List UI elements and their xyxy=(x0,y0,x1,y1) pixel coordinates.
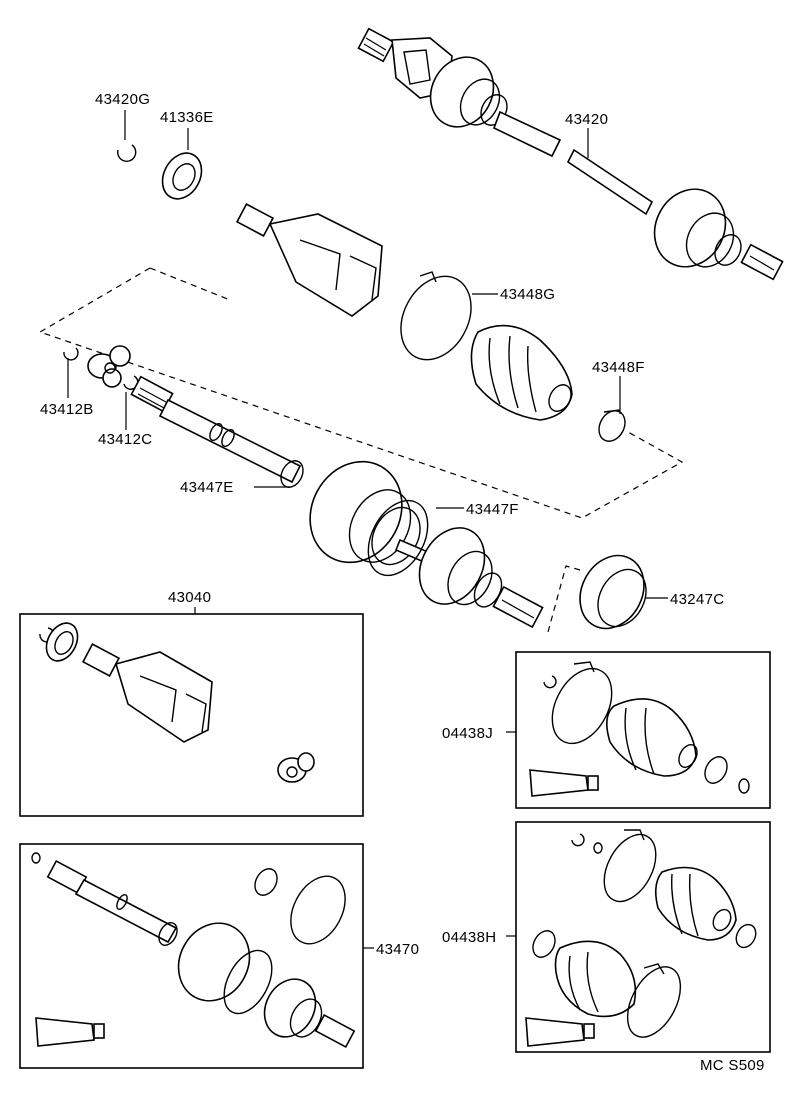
diagram-code: MC S509 xyxy=(700,1057,765,1074)
label-43448G: 43448G xyxy=(500,286,555,303)
inboard-joint-housing[interactable] xyxy=(235,203,383,317)
label-43420G: 43420G xyxy=(95,91,150,108)
kit-box-04438J xyxy=(515,651,771,809)
label-43040: 43040 xyxy=(168,589,211,606)
drive-shaft-assembly-43420[interactable] xyxy=(357,27,784,281)
drive-shaft-assembly-43470[interactable] xyxy=(31,852,356,1049)
label-43412B: 43412B xyxy=(40,401,94,418)
outboard-boot-43247C[interactable] xyxy=(568,544,657,639)
boot-kit-04438H[interactable] xyxy=(525,826,760,1047)
snap-ring-43420G[interactable] xyxy=(117,144,137,162)
kit-box-43040 xyxy=(19,613,364,817)
boot-clamp-43447F[interactable] xyxy=(356,490,439,585)
boot-clamp-43448G[interactable] xyxy=(387,264,485,372)
label-43448F: 43448F xyxy=(592,359,645,376)
label-43247C: 43247C xyxy=(670,591,724,608)
label-41336E: 41336E xyxy=(160,109,214,126)
kit-box-43470 xyxy=(19,843,364,1069)
snap-ring-43412B[interactable] xyxy=(63,347,79,361)
tripod-joint[interactable] xyxy=(87,345,131,388)
label-04438H: 04438H xyxy=(442,929,496,946)
label-43412C: 43412C xyxy=(98,431,152,448)
inboard-joint-boot[interactable] xyxy=(470,324,575,421)
boot-clamp-43448F[interactable] xyxy=(594,406,630,446)
drive-shaft-middle-assembly[interactable] xyxy=(130,375,544,629)
boot-kit-04438J[interactable] xyxy=(529,658,750,797)
label-43420: 43420 xyxy=(565,111,608,128)
kit-box-04438H xyxy=(515,821,771,1053)
joint-kit-43040[interactable] xyxy=(39,618,315,783)
label-04438J: 04438J xyxy=(442,725,493,742)
label-43447E: 43447E xyxy=(180,479,234,496)
label-43447F: 43447F xyxy=(466,501,519,518)
dust-seal-41336E[interactable] xyxy=(155,146,209,205)
label-43470: 43470 xyxy=(376,941,419,958)
